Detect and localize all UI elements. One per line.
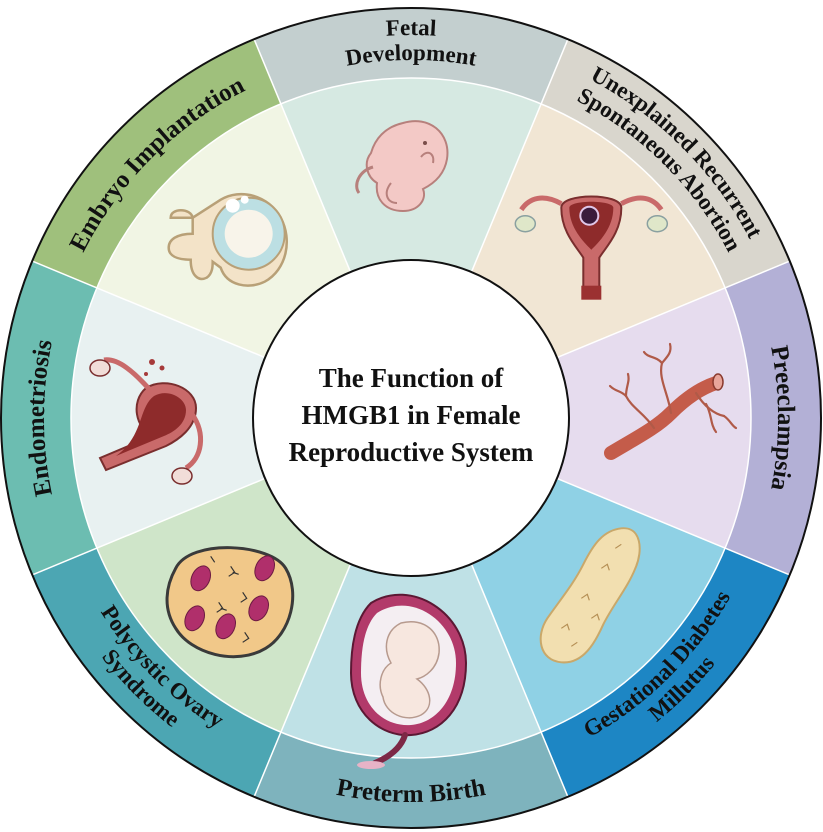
center-title-line-2: HMGB1 in Female bbox=[302, 400, 521, 430]
segment-label-fetal-development-line-1: Fetal bbox=[385, 15, 437, 41]
polycystic-ovary-illustration bbox=[167, 548, 293, 657]
center-hub: The Function of HMGB1 in Female Reproduc… bbox=[253, 260, 569, 576]
center-title-line-3: Reproductive System bbox=[289, 437, 534, 467]
center-title-line-1: The Function of bbox=[319, 363, 505, 393]
